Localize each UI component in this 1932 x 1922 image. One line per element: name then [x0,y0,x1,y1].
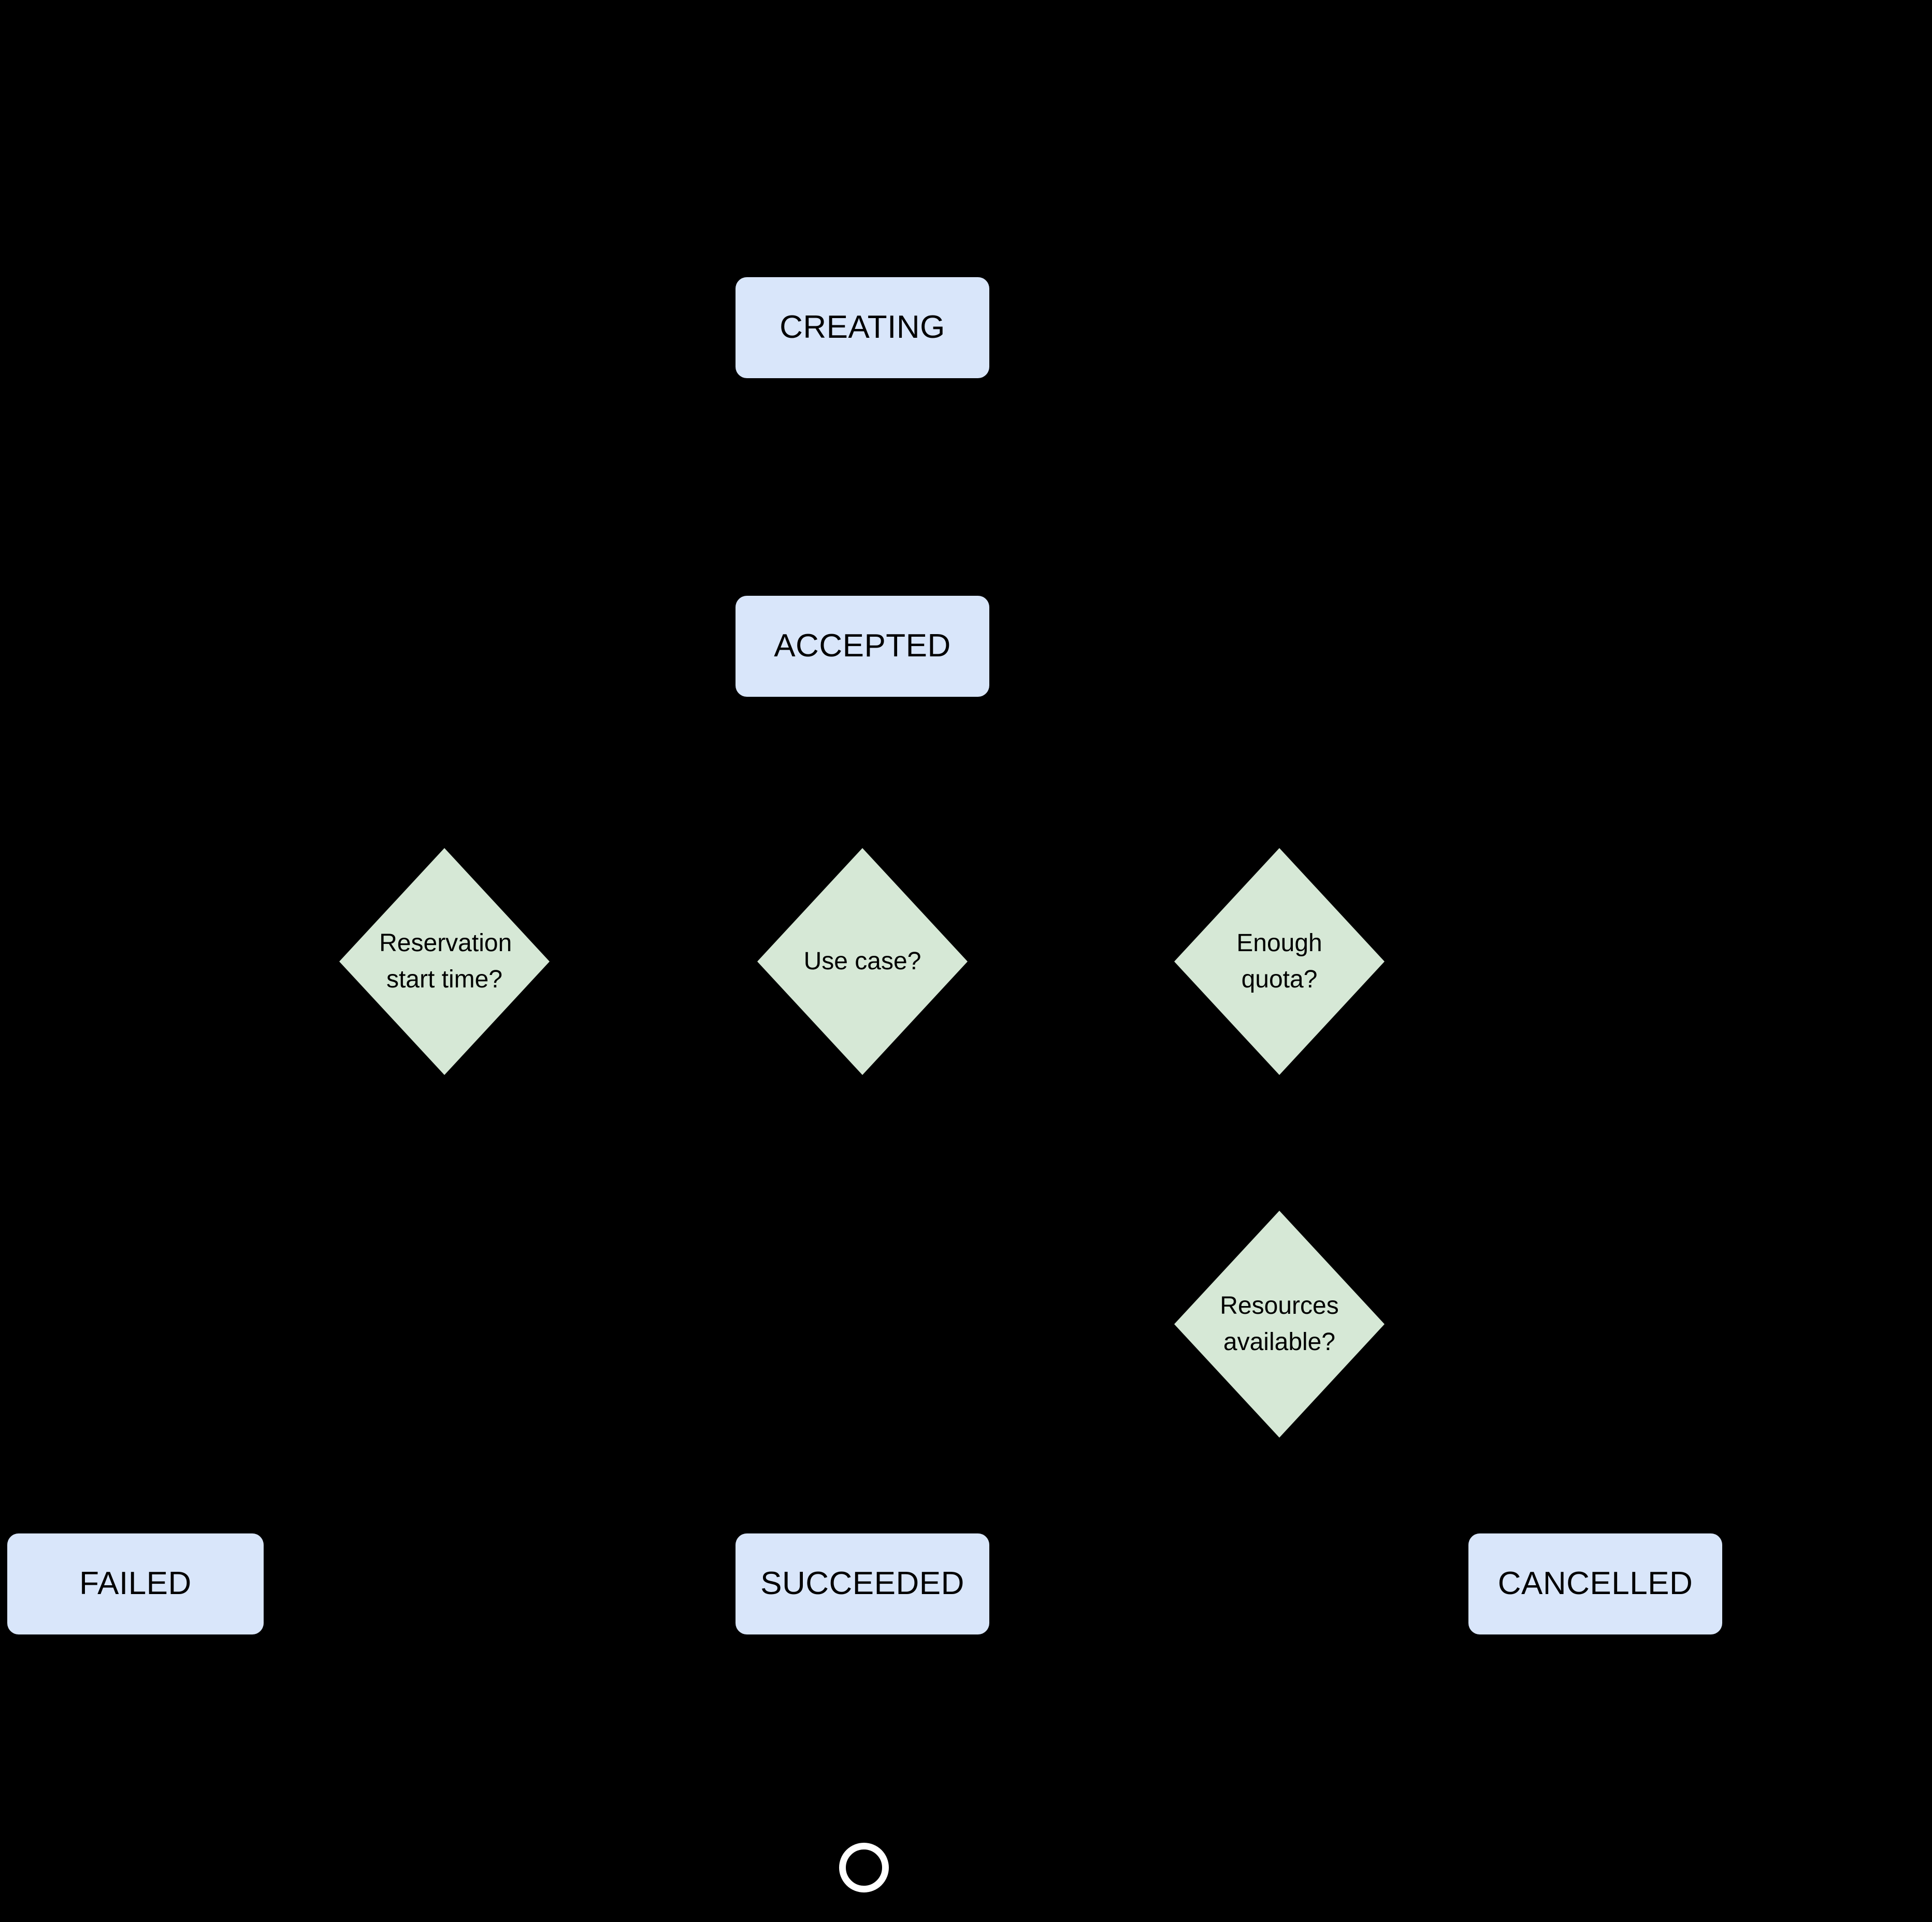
decision-label-use-case: Use case? [803,948,921,976]
decision-label-reservation-start-time: Reservation start time? [379,929,512,993]
terminal-end-node-icon[interactable] [839,1843,889,1892]
decision-enough-quota[interactable]: Enough quota? [1174,848,1385,1075]
connector-creating-to-accepted [861,378,864,596]
decision-label-enough-quota: Enough quota? [1236,929,1322,993]
connector-quota-to-resources [1278,1075,1281,1220]
connector-start-time-to-failed [443,1075,446,1533]
decision-use-case[interactable]: Use case? [757,848,968,1075]
state-box-accepted[interactable]: ACCEPTED [736,596,989,697]
connector-accepted-to-decisions [861,697,864,848]
connector-decisions-bus [444,777,1280,780]
state-box-cancelled[interactable]: CANCELLED [1468,1533,1722,1634]
decision-reservation-start-time[interactable]: Reservation start time? [339,848,550,1075]
decision-label-resources-available: Resources available? [1220,1292,1339,1356]
connector-succeeded-to-end [861,1634,864,1842]
state-box-creating[interactable]: CREATING [736,277,989,378]
state-box-succeeded[interactable]: SUCCEEDED [736,1533,989,1634]
decision-resources-available[interactable]: Resources available? [1174,1211,1385,1438]
state-box-failed[interactable]: FAILED [7,1533,264,1634]
connector-resources-to-cancelled [1278,1427,1281,1533]
connector-usecase-to-succeeded [861,1075,864,1533]
